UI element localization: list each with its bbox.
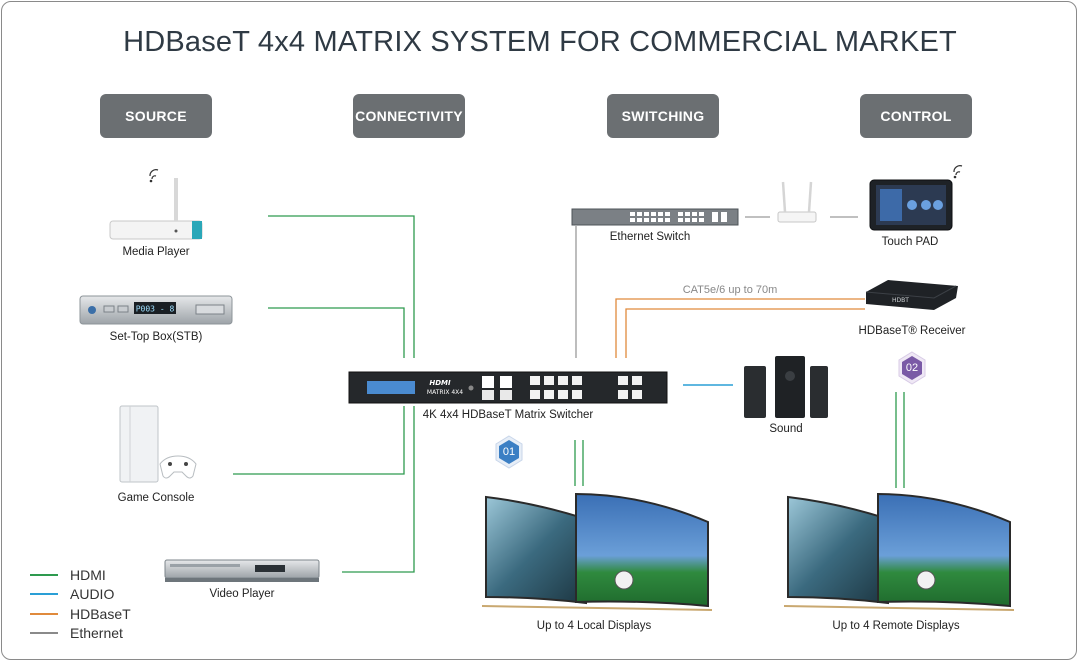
media-player-image [109,169,203,240]
legend-swatch-hdbaset [30,612,58,615]
badge-remote-number: 02 [905,362,919,374]
legend-swatch-hdmi [30,573,58,576]
ethernet-switch-image [571,208,739,226]
matrix-logo-text: HDMI [429,379,451,387]
legend-label-hdmi: HDMI [70,566,106,583]
label-touch-pad: Touch PAD [881,236,939,248]
matrix-switcher-image: HDMI MATRIX 4X4 [348,371,668,404]
ethernet-lines [575,216,858,358]
legend-label-hdbaset: HDBaseT [70,605,131,622]
hdbaset-line-b [625,308,865,358]
hdmi-line-stb [268,307,405,358]
header-connectivity: CONNECTIVITY [353,94,465,138]
label-media-player: Media Player [122,246,190,258]
legend: HDMI AUDIO HDBaseT Ethernet [30,565,131,643]
badge-remote-hexagon [898,351,926,385]
remote-displays-image [783,492,1015,611]
label-cat-cable: CAT5e/6 up to 70m [682,284,778,296]
hdmi-lines [233,215,905,573]
receiver-logo-text: HDBT [892,297,909,304]
matrix-sub-text: MATRIX 4X4 [427,389,463,396]
badge-local-hexagon [495,435,523,469]
label-matrix-switcher: 4K 4x4 HDBaseT Matrix Switcher [422,409,594,421]
header-switching: SWITCHING [607,94,719,138]
video-player-image [164,559,320,582]
local-displays-image [481,492,713,611]
legend-swatch-ethernet [30,632,58,635]
hdmi-line-game-console [233,406,405,475]
badge-local: 01 [495,438,523,466]
hdbaset-lines [615,298,865,358]
header-source: SOURCE [100,94,212,138]
stb-image: P003 - 8 [79,295,233,325]
legend-item-ethernet: Ethernet [30,624,131,644]
label-ethernet-switch: Ethernet Switch [609,231,691,243]
hdbaset-receiver-image: HDBT [865,280,958,310]
legend-item-audio: AUDIO [30,585,131,605]
label-remote-displays: Up to 4 Remote Displays [832,620,960,632]
legend-label-ethernet: Ethernet [70,625,123,642]
legend-label-audio: AUDIO [70,586,115,603]
label-stb: Set-Top Box(STB) [109,331,203,343]
hdmi-line-media-player [268,215,415,358]
sound-image [744,356,828,418]
diagram-title: HDBaseT 4x4 MATRIX SYSTEM FOR COMMERCIAL… [123,26,957,58]
router-image [777,181,817,223]
label-sound: Sound [769,423,803,435]
label-local-displays: Up to 4 Local Displays [536,620,652,632]
stb-display-text: P003 - 8 [136,305,175,314]
game-console-image [119,405,197,483]
label-hdbaset-receiver: HDBaseT® Receiver [858,325,966,337]
header-control: CONTROL [860,94,972,138]
legend-swatch-audio [30,593,58,596]
hdmi-line-video-player [342,406,415,573]
touch-pad-image [869,165,963,231]
badge-local-number: 01 [502,446,516,458]
legend-item-hdmi: HDMI [30,565,131,585]
legend-item-hdbaset: HDBaseT [30,604,131,624]
hdbaset-line-a [615,298,865,358]
label-video-player: Video Player [209,588,275,600]
label-game-console: Game Console [117,492,195,504]
badge-remote: 02 [898,354,926,382]
